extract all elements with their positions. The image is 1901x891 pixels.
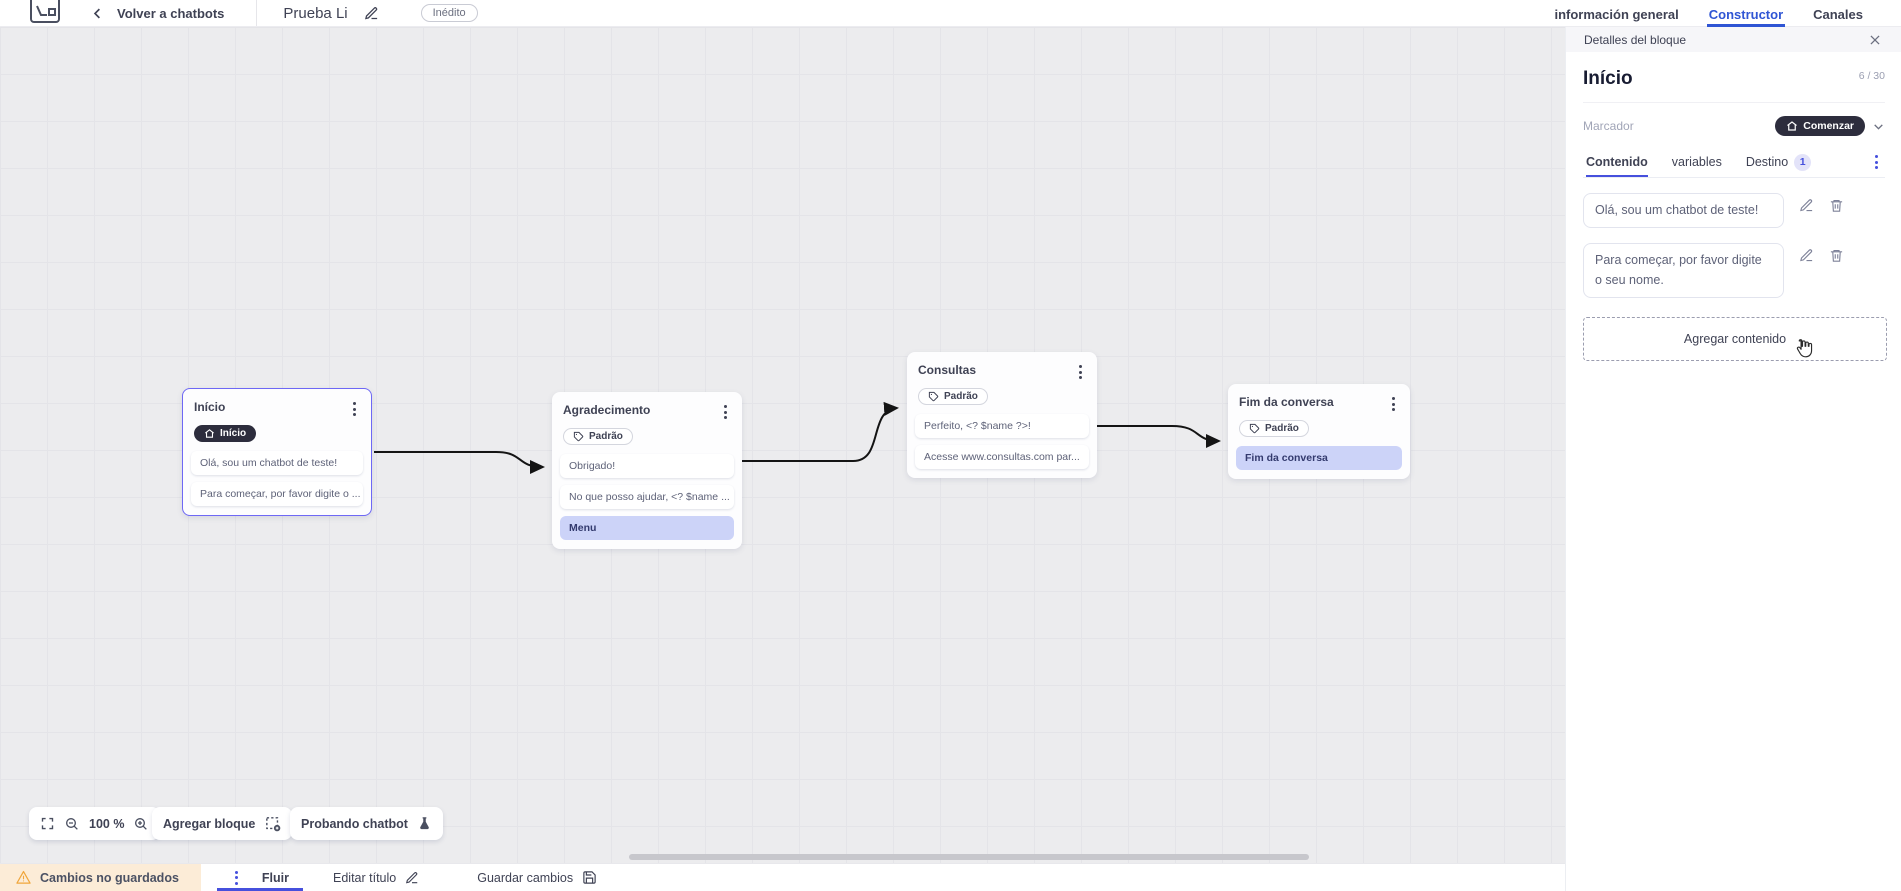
trash-icon[interactable] [1829, 198, 1844, 213]
panel-title: Detalles del bloque [1584, 32, 1687, 47]
tag-icon [1249, 423, 1260, 434]
block-marker-start[interactable]: Início [194, 425, 257, 442]
block-card[interactable]: No que posso ajudar, <? $name ... [560, 485, 734, 509]
flow-tab-active: Fluir [217, 864, 303, 891]
unsaved-changes-warning: Cambios no guardados [0, 864, 201, 891]
topbar-divider [256, 0, 258, 26]
chevron-down-icon[interactable] [1872, 120, 1885, 133]
bottom-bar: Cambios no guardados Fluir Editar título… [0, 863, 1565, 891]
pencil-icon[interactable] [1799, 248, 1814, 263]
block-menu-button[interactable] [1388, 395, 1399, 413]
block-menu-button[interactable] [349, 400, 360, 418]
block-card[interactable]: Obrigado! [560, 454, 734, 478]
back-button[interactable]: Volver a chatbots [90, 6, 224, 21]
tab-canales[interactable]: Canales [1813, 7, 1863, 22]
tab-constructor[interactable]: Constructor [1707, 0, 1785, 27]
block-card[interactable]: Olá, sou um chatbot de teste! [191, 451, 363, 475]
flow-block-inicio[interactable]: Início Início Olá, sou um chatbot de tes… [182, 388, 372, 516]
chatbot-title: Prueba Li [283, 4, 348, 22]
back-label: Volver a chatbots [117, 5, 225, 21]
save-changes-button[interactable]: Guardar cambios [477, 864, 597, 891]
edit-title-button[interactable]: Editar título [333, 864, 419, 891]
chevron-left-icon [93, 8, 100, 18]
block-card-end[interactable]: Fim da conversa [1236, 446, 1402, 470]
tab-contenido[interactable]: Contenido [1586, 147, 1648, 177]
block-card[interactable]: Perfeito, <? $name ?>! [915, 414, 1089, 438]
block-title: Fim da conversa [1239, 395, 1334, 409]
block-card[interactable]: Acesse www.consultas.com par... [915, 445, 1089, 469]
add-block-button[interactable]: Agregar bloque [152, 807, 293, 840]
block-title: Consultas [918, 363, 977, 377]
block-menu-button[interactable] [1075, 363, 1086, 381]
block-title: Agradecimento [563, 403, 651, 417]
dashed-square-plus-icon [264, 815, 281, 832]
add-content-button[interactable]: Agregar contenido [1583, 317, 1887, 362]
connector-consultas-fim [1097, 425, 1221, 448]
block-name: Início [1583, 68, 1633, 89]
block-marker-default[interactable]: Padrão [563, 428, 633, 445]
save-icon [583, 871, 596, 884]
trash-icon[interactable] [1829, 248, 1844, 263]
edit-title-icon[interactable] [364, 6, 379, 21]
tab-destino[interactable]: Destino 1 [1746, 147, 1812, 177]
pencil-icon[interactable] [1799, 198, 1814, 213]
destino-count-badge: 1 [1794, 153, 1812, 171]
flow-connectors [374, 401, 1221, 474]
zoom-in-icon[interactable] [133, 816, 149, 832]
content-message[interactable]: Para começar, por favor digite o seu nom… [1583, 243, 1784, 299]
block-menu-button[interactable] [720, 403, 731, 421]
block-marker-default[interactable]: Padrão [918, 388, 988, 405]
test-chatbot-button[interactable]: Probando chatbot [290, 807, 443, 840]
panel-menu-button[interactable] [1871, 153, 1882, 171]
flow-tab-menu-button[interactable] [231, 869, 242, 887]
connector-agradecimento-consultas [739, 401, 899, 462]
marker-dropdown[interactable]: Comenzar [1775, 116, 1865, 136]
pencil-icon [406, 871, 418, 883]
flask-icon [417, 816, 432, 831]
content-message[interactable]: Olá, sou um chatbot de teste! [1583, 193, 1784, 229]
zoom-out-icon[interactable] [64, 816, 80, 832]
tab-fluir[interactable]: Fluir [261, 870, 289, 885]
block-card[interactable]: Para começar, por favor digite o ... [191, 482, 363, 506]
flow-block-fim-da-conversa[interactable]: Fim da conversa Padrão Fim da conversa [1228, 384, 1410, 479]
app-logo-icon [28, 0, 64, 26]
close-icon[interactable] [1868, 33, 1882, 47]
flow-canvas[interactable]: Início Início Olá, sou um chatbot de tes… [0, 27, 1565, 863]
status-badge: Inédito [420, 4, 478, 22]
tag-icon [928, 391, 939, 402]
panel-tabs: Contenido variables Destino 1 [1583, 147, 1885, 178]
main-tabs: información general Constructor Canales [1552, 0, 1865, 27]
add-block-label: Agregar bloque [163, 816, 256, 831]
fullscreen-icon[interactable] [40, 816, 55, 831]
top-bar: Volver a chatbots Prueba Li Inédito [0, 0, 1901, 27]
block-title: Início [194, 400, 226, 414]
zoom-level: 100 % [89, 816, 125, 831]
tag-icon [573, 431, 584, 442]
marker-label: Marcador [1583, 119, 1634, 133]
home-icon [1787, 121, 1798, 131]
flow-block-consultas[interactable]: Consultas Padrão Perfeito, <? $name ?>! … [907, 352, 1097, 478]
flow-block-agradecimento[interactable]: Agradecimento Padrão Obrigado! No que po… [552, 392, 742, 549]
horizontal-scrollbar[interactable] [629, 854, 1309, 860]
name-char-counter: 6 / 30 [1858, 70, 1885, 82]
block-details-panel: Detalles del bloque Início 6 / 30 Marcad… [1565, 27, 1901, 891]
zoom-controls: 100 % [29, 807, 161, 840]
test-chatbot-label: Probando chatbot [301, 816, 408, 831]
tab-variables[interactable]: variables [1671, 155, 1722, 169]
block-card-menu[interactable]: Menu [560, 516, 734, 540]
warning-icon [16, 870, 31, 884]
tab-informacion-general[interactable]: información general [1554, 7, 1679, 22]
block-marker-default[interactable]: Padrão [1239, 420, 1309, 437]
home-icon [205, 429, 214, 438]
connector-inicio-agradecimento [374, 451, 545, 474]
